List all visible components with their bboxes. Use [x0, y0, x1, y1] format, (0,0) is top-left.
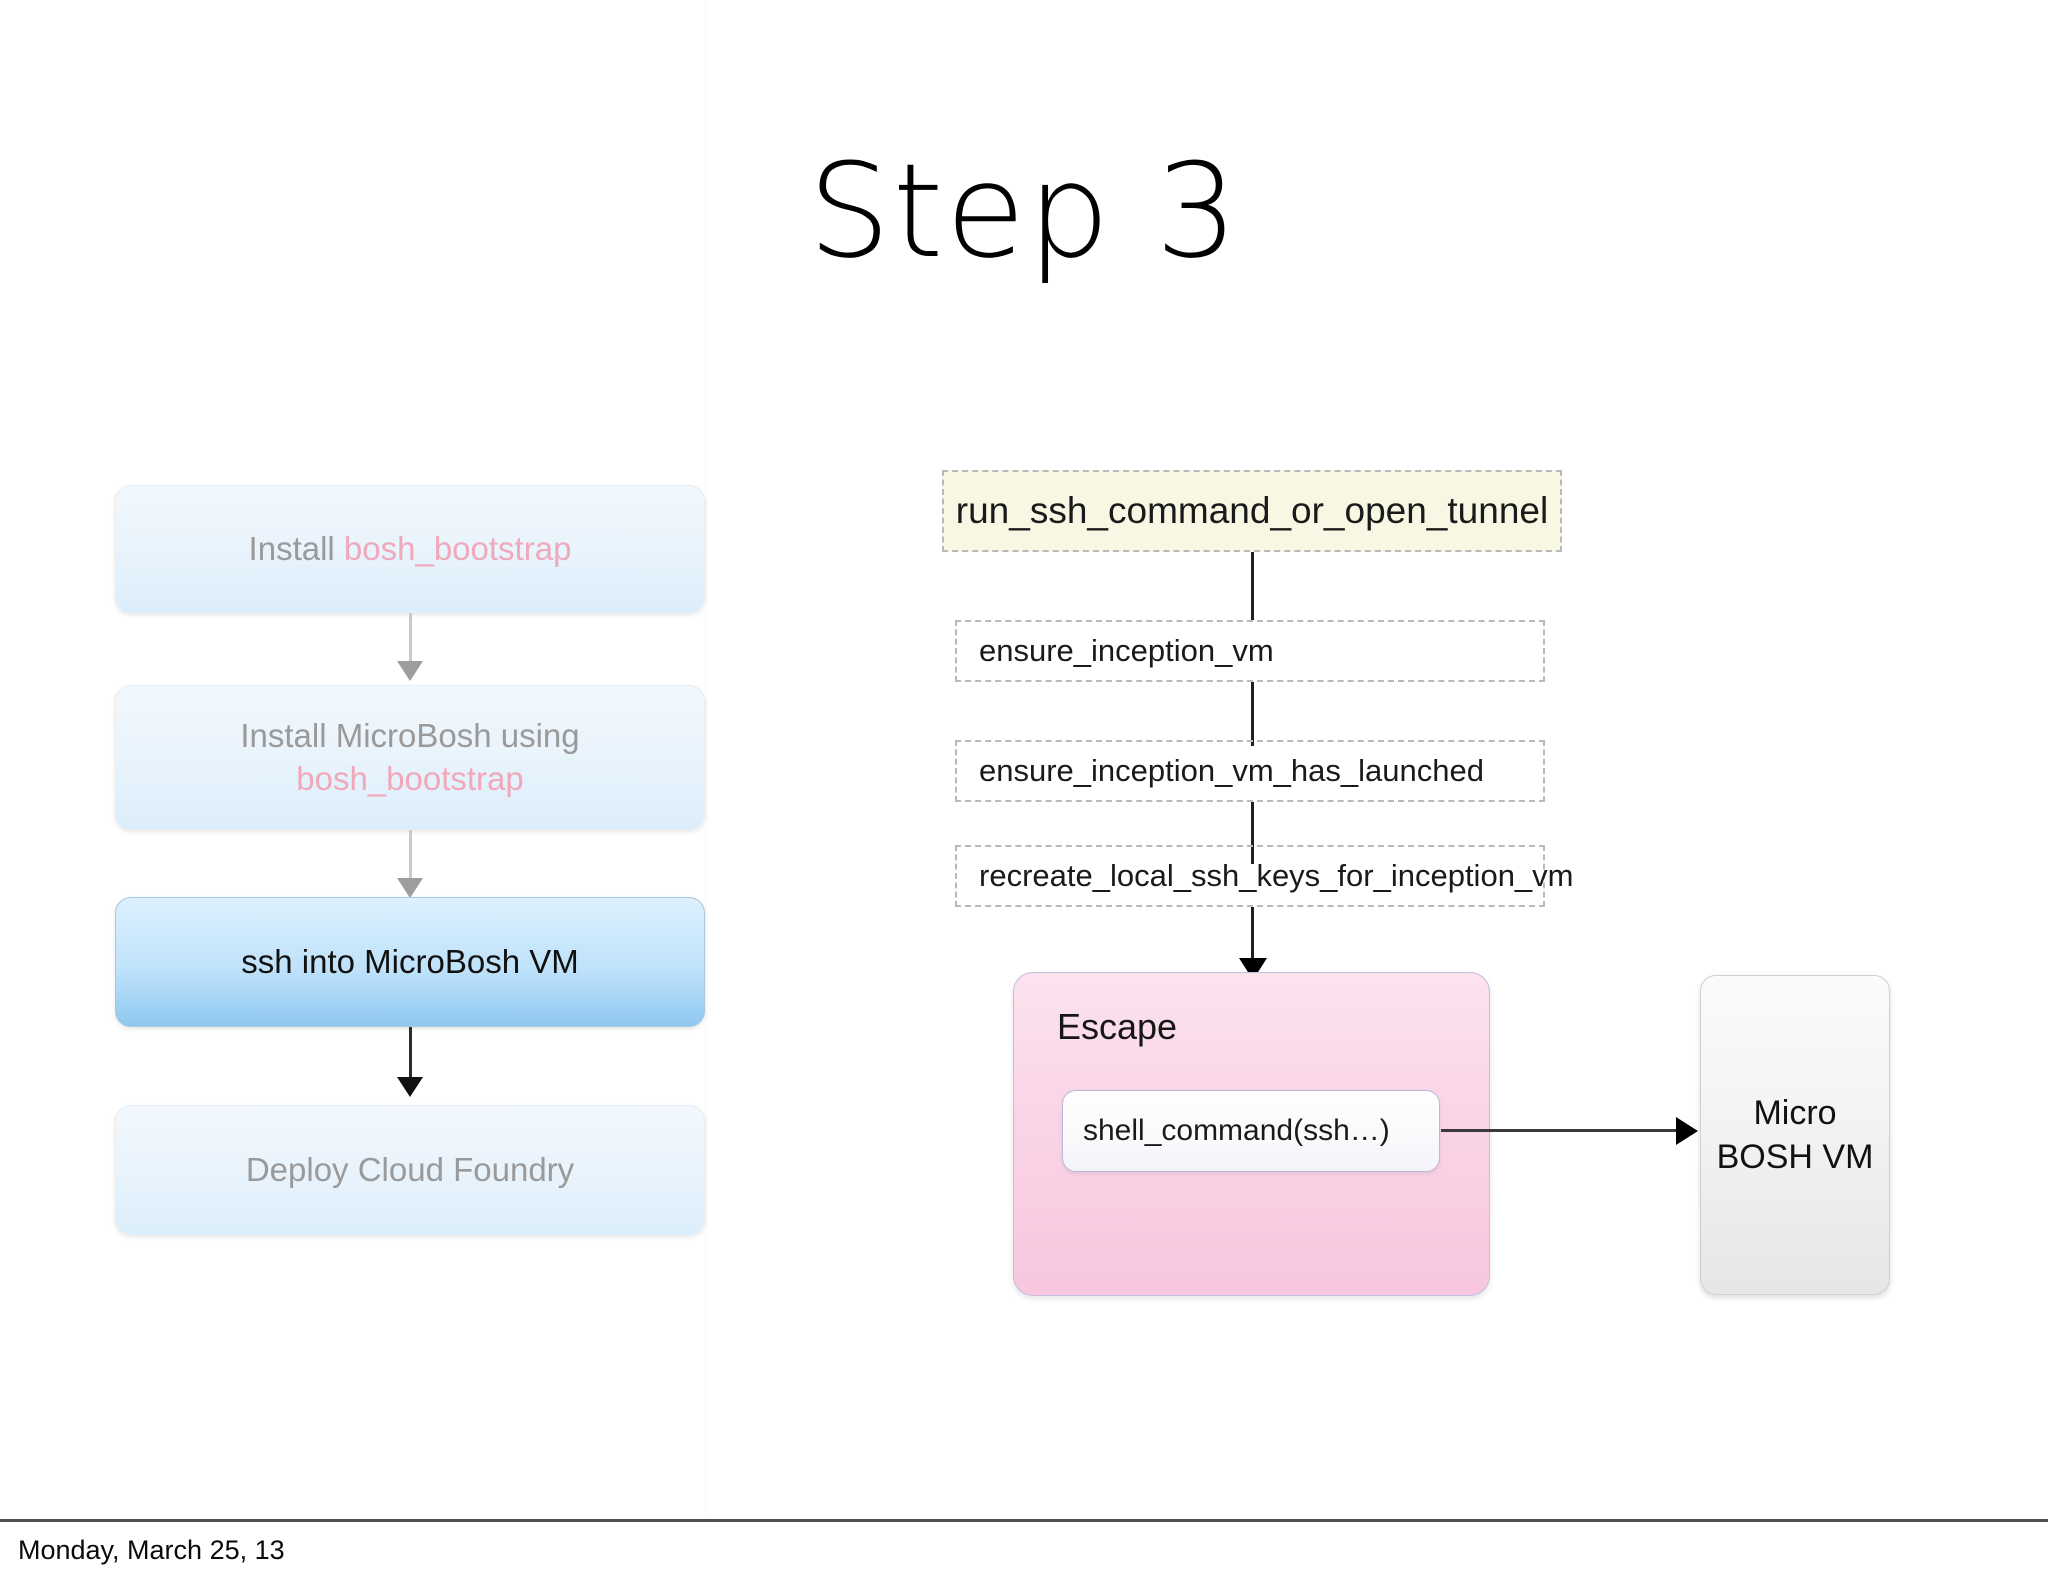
shell-command-box[interactable]: shell_command(ssh…)	[1062, 1090, 1440, 1172]
connector-stem	[408, 613, 412, 668]
footer-divider	[0, 1519, 2048, 1522]
flow-step-install-microbosh[interactable]: Install MicroBosh using bosh_bootstrap	[115, 685, 705, 830]
call-stack-connector-1	[1251, 552, 1254, 620]
call-stack-connector-4	[1251, 907, 1254, 969]
call-frame-label: run_ssh_command_or_open_tunnel	[955, 490, 1549, 531]
call-frame-label: ensure_inception_vm	[979, 633, 1274, 668]
page-title: Step 3	[807, 135, 1241, 287]
flow-step-label: Install bosh_bootstrap	[249, 528, 572, 570]
flow-step-code: bosh_bootstrap	[296, 759, 524, 797]
micro-bosh-vm-line2: BOSH VM	[1716, 1138, 1874, 1176]
micro-bosh-vm-box[interactable]: Micro BOSH VM	[1700, 975, 1890, 1295]
flow-step-text: Install	[248, 529, 344, 567]
call-frame-recreate-local-ssh-keys-for-inception-vm[interactable]: recreate_local_ssh_keys_for_inception_vm	[955, 845, 1574, 907]
shell-command-label: shell_command(ssh…)	[1083, 1114, 1390, 1147]
flow-step-text: Install MicroBosh using	[240, 717, 580, 755]
ssh-arrow-line	[1441, 1129, 1678, 1132]
connector-stem	[408, 830, 412, 885]
arrow-head-icon	[397, 878, 423, 898]
call-frame-ensure-inception-vm-has-launched[interactable]: ensure_inception_vm_has_launched	[955, 740, 1545, 802]
flow-step-label: Install MicroBosh using bosh_bootstrap	[240, 715, 579, 799]
flow-step-label: ssh into MicroBosh VM	[241, 942, 579, 980]
call-stack-connector-2	[1251, 682, 1254, 746]
flow-step-ssh-into-microbosh-vm[interactable]: ssh into MicroBosh VM	[115, 897, 705, 1027]
call-frame-ensure-inception-vm[interactable]: ensure_inception_vm	[955, 620, 1545, 682]
call-frame-label: recreate_local_ssh_keys_for_inception_vm	[979, 858, 1574, 893]
arrow-head-icon	[397, 661, 423, 681]
flow-step-install-bosh-bootstrap[interactable]: Install bosh_bootstrap	[115, 485, 705, 613]
call-stack-connector-3	[1251, 802, 1254, 864]
micro-bosh-vm-label: Micro BOSH VM	[1717, 1091, 1874, 1179]
micro-bosh-vm-line1: Micro	[1753, 1093, 1837, 1132]
flow-step-deploy-cloud-foundry[interactable]: Deploy Cloud Foundry	[115, 1105, 705, 1235]
call-frame-run-ssh-command-or-open-tunnel[interactable]: run_ssh_command_or_open_tunnel	[942, 470, 1562, 552]
slide-region-divider	[705, 0, 707, 1516]
escape-panel-title: Escape	[1057, 1006, 1178, 1047]
arrow-head-icon	[1676, 1117, 1698, 1145]
flow-step-code: bosh_bootstrap	[343, 529, 572, 567]
call-frame-label: ensure_inception_vm_has_launched	[979, 753, 1484, 788]
flow-step-label: Deploy Cloud Foundry	[245, 1150, 575, 1188]
arrow-head-icon	[397, 1077, 423, 1097]
connector-stem	[408, 1027, 412, 1085]
footer-date: Monday, March 25, 13	[18, 1535, 285, 1565]
